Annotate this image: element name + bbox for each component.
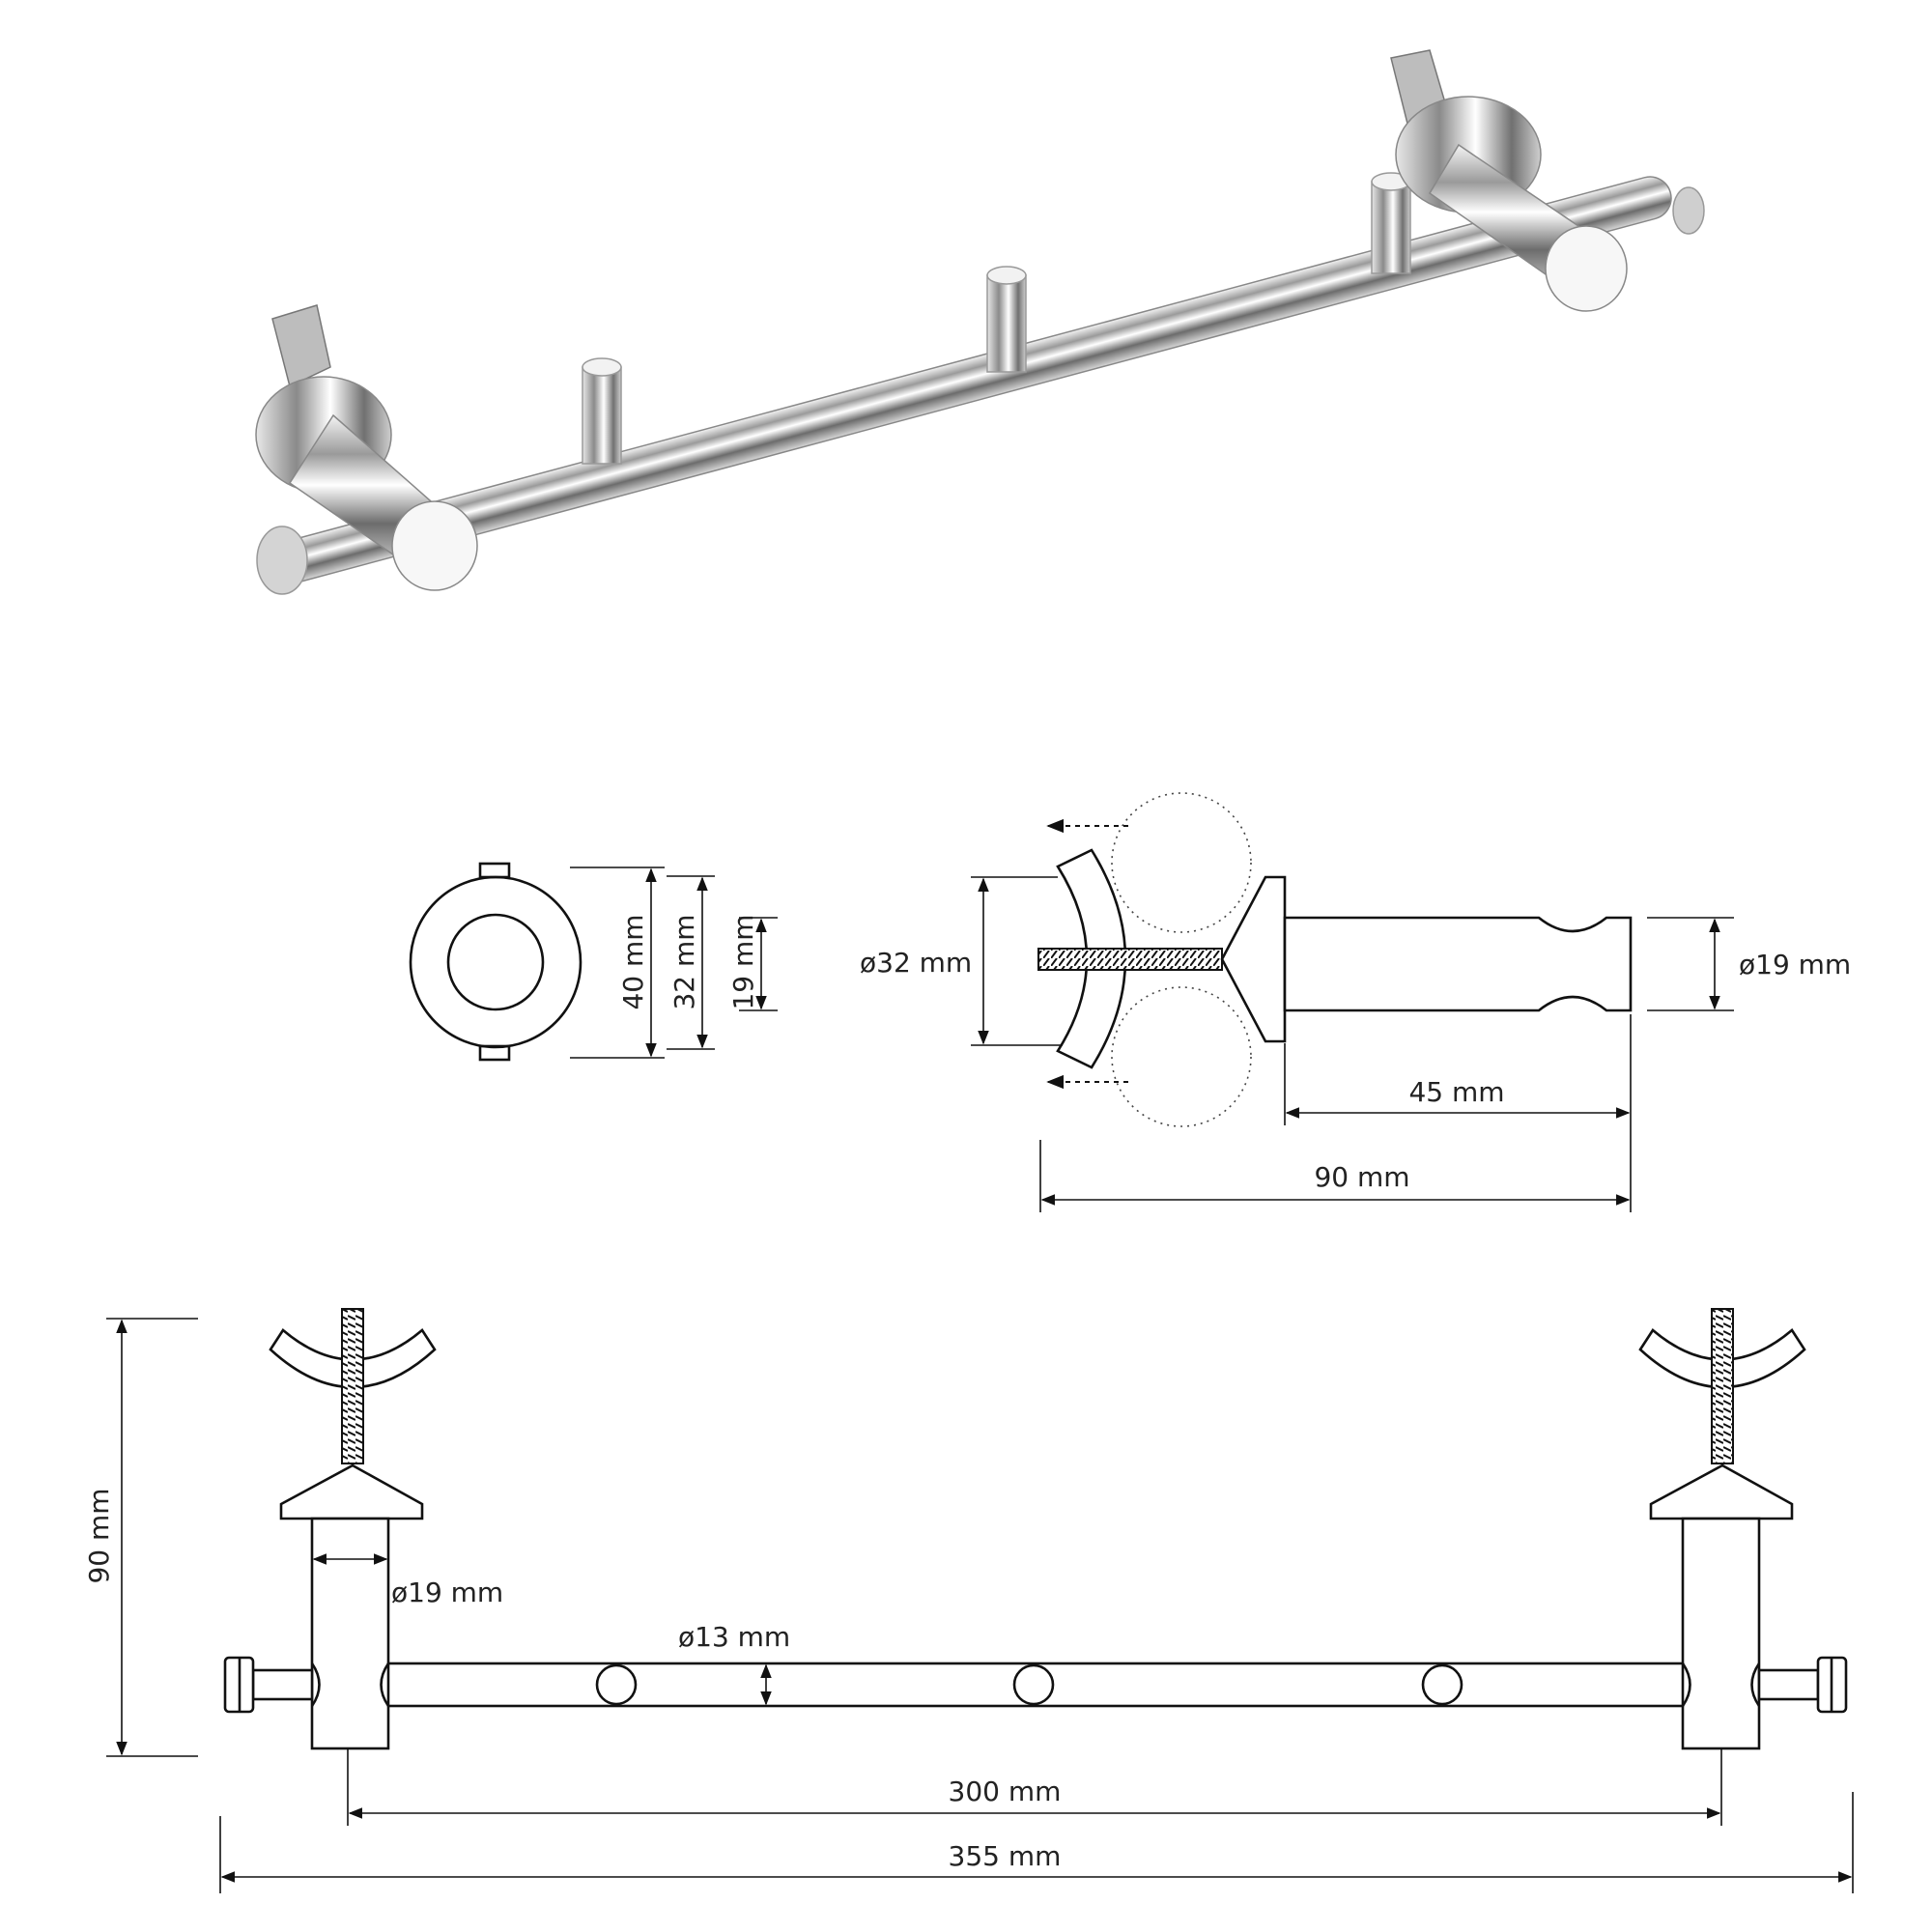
rosette-inner-circle (446, 913, 545, 1011)
arm-tube (1283, 916, 1633, 1012)
dim-90-label: 90 mm (1314, 1161, 1409, 1193)
hook-circle-1 (595, 1663, 638, 1706)
hook-circle-3 (1421, 1663, 1463, 1706)
end-cap-stem-right (1757, 1668, 1820, 1701)
end-cap-stem-left (251, 1668, 314, 1701)
dim-300-label: 300 mm (949, 1776, 1062, 1807)
dim-32-label: 32 mm (668, 914, 700, 1009)
dim-40-label: 40 mm (617, 914, 649, 1009)
cone-plate (1220, 875, 1287, 1043)
hook-circle-2 (1012, 1663, 1055, 1706)
swing-circle-top (1111, 792, 1252, 933)
hook-pin-2 (986, 266, 1027, 373)
post-left (310, 1517, 390, 1750)
dim-45-label: 45 mm (1408, 1076, 1504, 1108)
hook-pin-3 (1371, 172, 1411, 274)
right-post-assembly (1638, 1308, 1848, 1750)
threaded-rod (1037, 948, 1223, 971)
clamp-crescent-left (269, 1328, 437, 1389)
side-view: ø32 mm ø19 mm 45 mm 90 mm (860, 792, 1851, 1212)
threaded-rod-left (341, 1308, 364, 1464)
dim-phi19-label: ø19 mm (1739, 949, 1851, 980)
dim-355-label: 355 mm (949, 1840, 1062, 1872)
dim-rail-label: ø13 mm (678, 1621, 790, 1653)
rosette-tab-top (478, 862, 511, 879)
dim-19-label: 19 mm (727, 914, 759, 1009)
product-photo (255, 49, 1705, 595)
bracket-right (1390, 49, 1628, 312)
dim-height-label: 90 mm (83, 1488, 115, 1583)
threaded-rod-right (1711, 1308, 1734, 1464)
rosette-outer-circle (409, 875, 582, 1049)
hook-pin-1 (582, 357, 622, 465)
rosette-tab-bottom (478, 1044, 511, 1062)
rail-end-cap-right (1672, 186, 1705, 235)
front-view: 40 mm 32 mm 19 mm (409, 862, 778, 1062)
left-post-assembly (223, 1308, 437, 1750)
clamp-crescent-right (1638, 1328, 1806, 1389)
swing-circle-bottom (1111, 986, 1252, 1127)
bracket-left (255, 304, 478, 591)
cone-plate-right (1649, 1463, 1794, 1520)
dim-phi32-label: ø32 mm (860, 947, 972, 979)
top-view: 90 mm ø19 mm ø13 mm 300 mm 355 mm (83, 1308, 1854, 1893)
dim-post-label: ø19 mm (391, 1577, 503, 1608)
post-right (1681, 1517, 1761, 1750)
rail-end-cap-left (256, 526, 308, 595)
cone-plate-left (279, 1463, 424, 1520)
